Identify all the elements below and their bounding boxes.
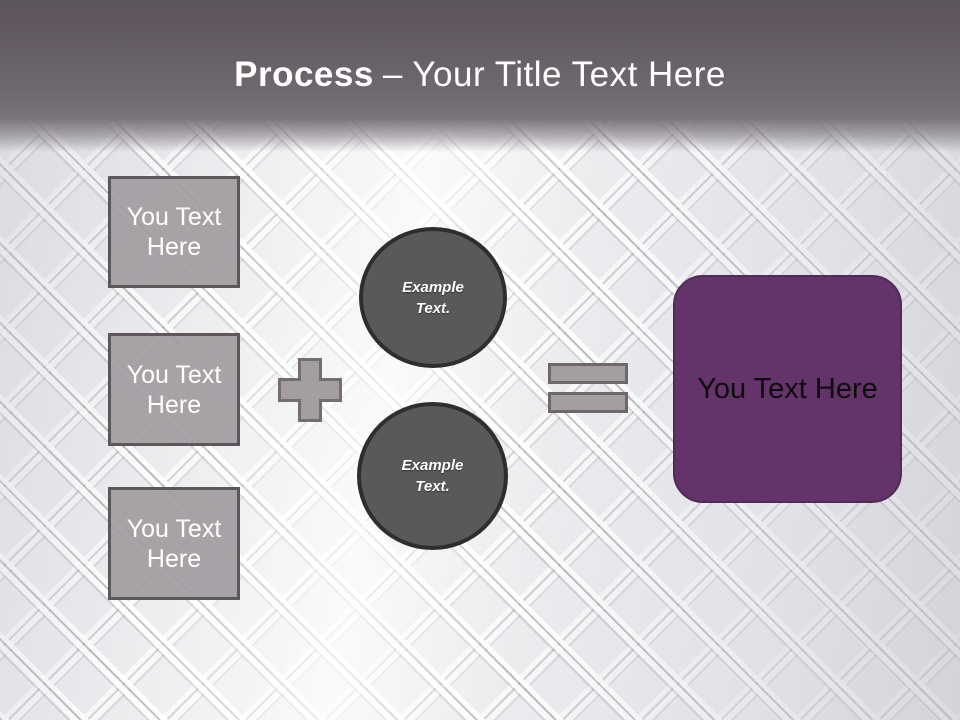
input-box-1[interactable]: You Text Here [108, 176, 240, 288]
slide-title: Process– Your Title Text Here [0, 56, 960, 94]
plus-operator-icon [278, 358, 342, 422]
result-box[interactable]: You Text Here [673, 275, 902, 503]
slide-title-emphasis: Process [234, 55, 374, 94]
example-circle-2[interactable]: Example Text. [357, 402, 508, 550]
result-box-label: You Text Here [697, 372, 878, 405]
equals-operator-icon [548, 363, 628, 413]
input-box-3[interactable]: You Text Here [108, 487, 240, 600]
example-circle-1[interactable]: Example Text. [359, 227, 507, 368]
input-box-2[interactable]: You Text Here [108, 333, 240, 446]
example-circle-1-label: Example Text. [402, 278, 464, 317]
equals-bar-bottom [548, 392, 628, 413]
slide-title-subtitle: – Your Title Text Here [382, 55, 726, 94]
input-box-2-label: You Text Here [126, 360, 222, 419]
example-circle-2-label: Example Text. [401, 457, 464, 495]
equals-bar-top [548, 363, 628, 384]
input-box-3-label: You Text Here [126, 514, 222, 573]
input-box-1-label: You Text Here [126, 203, 222, 261]
